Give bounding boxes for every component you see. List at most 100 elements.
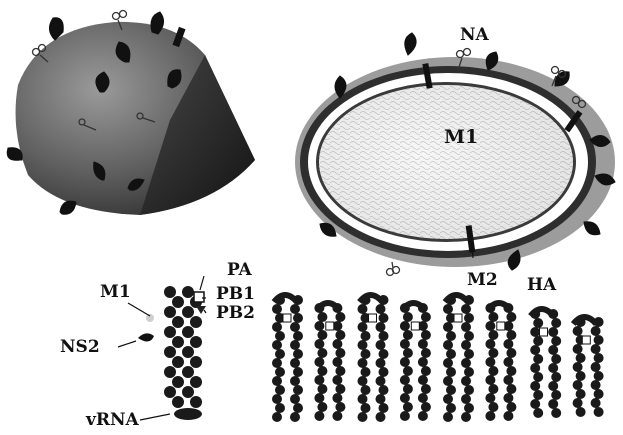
np-bead bbox=[548, 381, 558, 391]
np-bead bbox=[379, 385, 389, 395]
np-bead bbox=[533, 318, 543, 328]
np-bead bbox=[361, 403, 371, 413]
np-bead bbox=[314, 375, 324, 385]
np-bead bbox=[317, 312, 327, 322]
polymerase-complex bbox=[540, 328, 548, 336]
np-bead bbox=[290, 340, 300, 350]
np-bead bbox=[314, 357, 324, 367]
np-bead bbox=[290, 322, 300, 332]
np-bead bbox=[485, 339, 495, 349]
np-bead bbox=[290, 394, 300, 404]
np-bead bbox=[314, 321, 324, 331]
np-bead bbox=[464, 313, 474, 323]
np-bead bbox=[594, 353, 604, 363]
np-bead bbox=[358, 376, 368, 386]
np-bead bbox=[591, 398, 601, 408]
np-bead bbox=[314, 393, 324, 403]
np-bead bbox=[576, 389, 586, 399]
np-bead bbox=[317, 366, 327, 376]
rnp-loop bbox=[360, 295, 383, 302]
np-bead bbox=[443, 394, 453, 404]
np-bead bbox=[403, 330, 413, 340]
np-bead bbox=[548, 327, 558, 337]
np-bead bbox=[332, 411, 342, 421]
np-bead bbox=[576, 407, 586, 417]
rnp-segments bbox=[272, 295, 604, 422]
np-bead bbox=[421, 384, 431, 394]
label-ns2: NS2 bbox=[60, 339, 100, 356]
np-bead bbox=[446, 385, 456, 395]
np-bead bbox=[503, 339, 513, 349]
np-bead bbox=[400, 339, 410, 349]
rnp-segment bbox=[314, 303, 345, 421]
np-bead bbox=[400, 393, 410, 403]
np-bead bbox=[379, 313, 389, 323]
np-bead bbox=[335, 384, 345, 394]
np-bead bbox=[293, 385, 303, 395]
np-bead bbox=[461, 304, 471, 314]
np-bead bbox=[421, 330, 431, 340]
rnp-loop bbox=[317, 303, 340, 310]
np-bead bbox=[421, 402, 431, 412]
np-bead bbox=[275, 403, 285, 413]
np-bead bbox=[376, 394, 386, 404]
np-bead bbox=[361, 349, 371, 359]
np-bead bbox=[293, 403, 303, 413]
np-bead bbox=[591, 326, 601, 336]
np-bead bbox=[506, 402, 516, 412]
np-bead bbox=[272, 394, 282, 404]
np-bead bbox=[400, 411, 410, 421]
rnp-loop bbox=[531, 309, 554, 316]
rnp-labeled bbox=[138, 286, 206, 420]
np-bead bbox=[272, 412, 282, 422]
np-bead bbox=[400, 321, 410, 331]
np-bead bbox=[551, 318, 561, 328]
np-bead bbox=[551, 372, 561, 382]
rnp-segment bbox=[573, 317, 604, 417]
np-bead bbox=[421, 312, 431, 322]
np-bead bbox=[464, 349, 474, 359]
np-bead bbox=[446, 367, 456, 377]
np-bead bbox=[275, 367, 285, 377]
np-bead bbox=[379, 403, 389, 413]
np-bead bbox=[551, 390, 561, 400]
polymerase-complex bbox=[497, 322, 505, 330]
np-bead bbox=[591, 344, 601, 354]
np-bead bbox=[485, 411, 495, 421]
rnp-segment bbox=[530, 309, 561, 418]
np-bead bbox=[530, 363, 540, 373]
np-bead bbox=[379, 367, 389, 377]
np-bead bbox=[506, 348, 516, 358]
label-vrna: vRNA bbox=[86, 412, 139, 429]
polymerase-complex bbox=[411, 322, 419, 330]
np-bead bbox=[506, 330, 516, 340]
np-bead bbox=[275, 385, 285, 395]
np-bead bbox=[376, 340, 386, 350]
np-bead bbox=[533, 336, 543, 346]
np-bead bbox=[293, 313, 303, 323]
np-bead bbox=[533, 372, 543, 382]
np-bead bbox=[418, 357, 428, 367]
np-bead bbox=[332, 375, 342, 385]
label-pb1: PB1 bbox=[216, 286, 255, 303]
np-bead bbox=[293, 349, 303, 359]
rnp-loop bbox=[488, 303, 511, 310]
np-bead bbox=[335, 402, 345, 412]
np-bead bbox=[591, 362, 601, 372]
np-bead bbox=[488, 384, 498, 394]
rnp-loop bbox=[445, 295, 468, 302]
np-bead bbox=[461, 394, 471, 404]
np-bead bbox=[293, 367, 303, 377]
np-bead bbox=[358, 304, 368, 314]
np-bead bbox=[461, 376, 471, 386]
np-bead bbox=[488, 366, 498, 376]
np-bead bbox=[488, 402, 498, 412]
np-bead bbox=[573, 326, 583, 336]
label-ha: HA bbox=[527, 277, 556, 294]
np-bead bbox=[464, 331, 474, 341]
np-bead bbox=[332, 357, 342, 367]
rnp-loop bbox=[274, 295, 297, 302]
np-bead bbox=[461, 358, 471, 368]
label-m1-matrix: M1 bbox=[444, 128, 478, 147]
np-bead bbox=[594, 389, 604, 399]
